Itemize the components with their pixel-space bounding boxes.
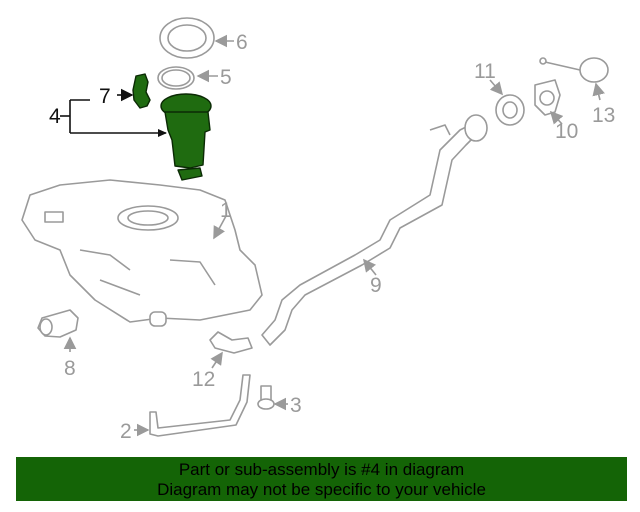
filler-housing-part[interactable] (534, 79, 561, 116)
hose-part[interactable] (209, 331, 253, 354)
callout-3: 3 (290, 394, 302, 417)
grommet-part[interactable] (495, 94, 525, 126)
callout-8: 8 (64, 357, 76, 380)
banner-line-2: Diagram may not be specific to your vehi… (157, 480, 486, 499)
callout-5: 5 (220, 66, 232, 89)
callout-4: 4 (49, 105, 61, 128)
lock-ring-part[interactable] (159, 17, 215, 59)
fuel-cap-part[interactable] (539, 57, 609, 83)
strap-part[interactable] (149, 374, 251, 437)
callout-1: 1 (220, 199, 232, 222)
bolt-part[interactable] (257, 385, 275, 410)
banner-line-1: Part or sub-assembly is #4 in diagram (178, 460, 465, 479)
callout-12: 12 (192, 368, 215, 391)
callout-2: 2 (120, 420, 132, 443)
callout-13: 13 (592, 104, 615, 127)
seal-part[interactable] (157, 66, 195, 90)
callout-7: 7 (99, 85, 111, 108)
callout-10: 10 (555, 120, 578, 143)
info-banner: Part or sub-assembly is #4 in diagram Di… (16, 457, 627, 501)
sensor-part[interactable] (37, 309, 79, 338)
callout-9: 9 (370, 274, 382, 297)
pressure-regulator-part[interactable] (132, 73, 151, 109)
fuel-tank-part[interactable] (21, 179, 263, 327)
filler-pipe-part[interactable] (261, 114, 488, 346)
callout-11: 11 (474, 60, 496, 83)
fuel-pump-module-part[interactable] (160, 93, 212, 181)
callout-6: 6 (236, 31, 248, 54)
